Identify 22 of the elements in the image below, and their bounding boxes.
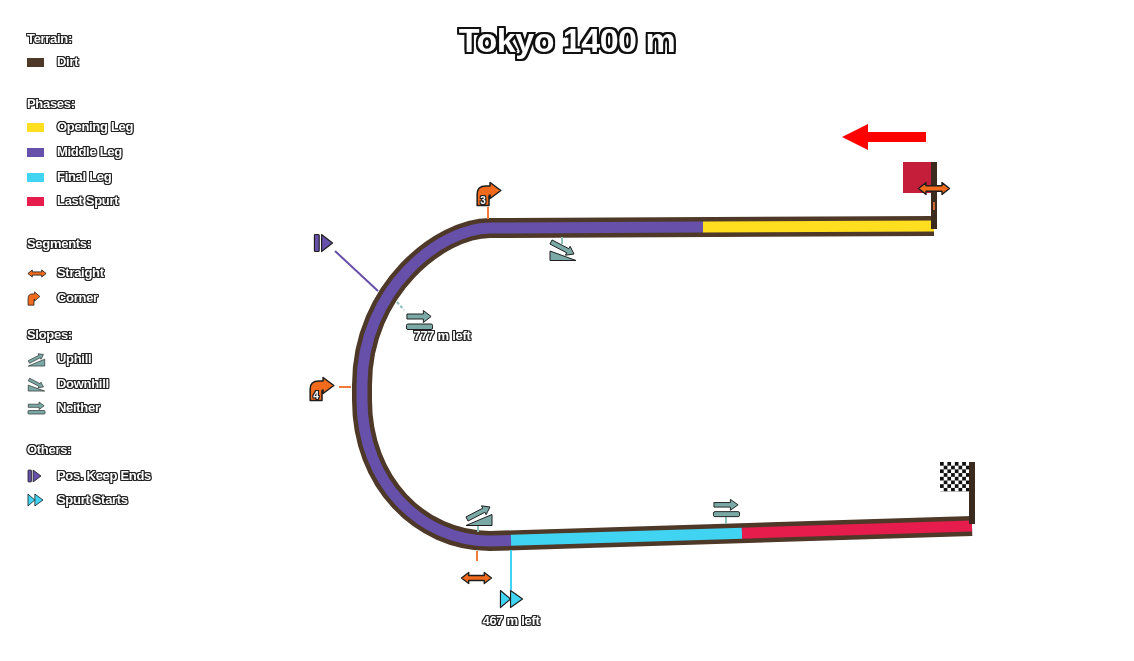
legend-label: Middle Leg [57,144,122,160]
legend-label: Uphill [57,351,92,367]
distance-label: 467 m left [482,613,540,629]
legend-label: Downhill [57,376,109,392]
corner-number: 4 [312,390,320,401]
legend-heading: Others: [27,442,72,458]
legend-label: Last Spurt [57,193,119,209]
legend-label: Dirt [57,54,79,70]
legend-heading: Phases: [27,96,75,112]
legend-label: Opening Leg [57,119,134,135]
legend-label: Final Leg [57,169,112,185]
title: Tokyo 1400 m [458,20,676,60]
legend-label: Neither [57,400,100,416]
legend-label: Straight [57,265,104,281]
legend-heading: Terrain: [27,31,73,47]
distance-label: 777 m left [413,328,471,344]
legend-heading: Segments: [27,236,91,252]
legend-label: Corner [57,290,98,306]
legend-label: Spurt Starts [57,492,128,508]
corner-number: 3 [479,195,487,206]
legend-label: Pos. Keep Ends [57,468,152,484]
legend-heading: Slopes: [27,327,72,343]
